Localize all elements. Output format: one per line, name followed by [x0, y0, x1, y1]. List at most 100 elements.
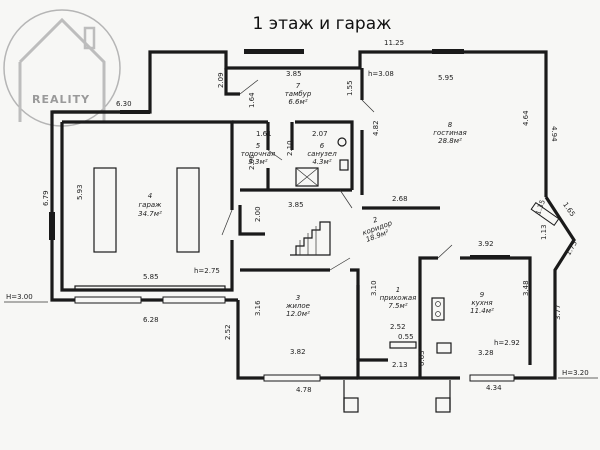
- dimension-labels: 11.25 3.85 5.95 6.30 2.09 1.64 1.55 4.82…: [42, 39, 579, 394]
- dim-label: 4.94: [550, 126, 558, 142]
- dim-label: 3.28: [478, 349, 494, 357]
- reality-logo: REALITY: [3, 9, 121, 127]
- dim-label: 2.52: [390, 323, 406, 331]
- room-8-num: 8: [448, 121, 453, 129]
- dim-label: 3.85: [288, 201, 304, 209]
- vent-shaft: [295, 167, 319, 187]
- room-1-num: 1: [396, 286, 400, 294]
- room-8-name: гостиная: [433, 129, 467, 137]
- porch: [343, 380, 451, 413]
- dim-label: 1.55: [346, 80, 354, 96]
- window-top-1: [120, 110, 150, 114]
- window-tambur: [244, 49, 304, 54]
- dim-label: 2.06: [248, 154, 256, 170]
- window-garage-left: [49, 212, 55, 240]
- height-tambur: h=3.08: [368, 70, 394, 78]
- dim-label: 3.16: [254, 300, 262, 316]
- garage-gate: [74, 285, 226, 291]
- room-9-name: кухня: [471, 299, 492, 307]
- bottom-wall-right: [356, 358, 460, 380]
- toilet-icon: [337, 137, 347, 147]
- dim-label: 3.92: [478, 240, 494, 248]
- window-kitchen-side: [470, 255, 510, 259]
- dim-label: 0.63: [418, 350, 426, 366]
- windows: [49, 49, 560, 382]
- dim-label: 4.78: [296, 386, 312, 394]
- kitchen-wall: [418, 256, 532, 378]
- dim-label: 3.85: [286, 70, 302, 78]
- dim-label: 5.95: [438, 74, 454, 82]
- dim-label: 6.79: [42, 190, 50, 206]
- dim-label: 3.48: [522, 280, 530, 296]
- room-6-num: 6: [320, 142, 325, 150]
- room-6-name: санузел: [307, 150, 337, 158]
- bay-window-wall: [512, 196, 576, 380]
- height-left: H=3.00: [6, 293, 33, 301]
- room-4-name: гараж: [138, 201, 162, 209]
- window-garage-bottom-1: [74, 296, 142, 304]
- tambur-bottom-wall: [232, 120, 354, 190]
- dim-label: 1.65: [561, 201, 576, 218]
- room-9-num: 9: [480, 291, 485, 299]
- door-swings: [221, 79, 453, 271]
- room-3-num: 3: [296, 294, 300, 302]
- car-bay-right: [176, 167, 200, 253]
- kitchen-stove-icon: [431, 297, 445, 321]
- dim-label: 4.64: [522, 110, 530, 126]
- dim-label: 1.73: [564, 239, 579, 257]
- logo-text: REALITY: [32, 93, 90, 106]
- window-living-top: [432, 49, 464, 54]
- dim-label: 4.34: [486, 384, 502, 392]
- staircase: [290, 221, 331, 256]
- room-3-area: 12.0м²: [286, 310, 310, 318]
- wc-wall: [240, 122, 352, 192]
- room-3-name: жилое: [285, 302, 310, 310]
- dim-label: 5.93: [76, 184, 84, 200]
- room-7-num: 7: [296, 82, 301, 90]
- height-garage: h=2.75: [194, 267, 220, 275]
- dim-label: 3.10: [370, 280, 378, 296]
- window-room3: [263, 374, 321, 382]
- dim-label: 1.13: [540, 224, 548, 240]
- dim-label: 6.30: [116, 100, 132, 108]
- window-garage-bottom-2: [162, 296, 226, 304]
- dim-label: 11.25: [384, 39, 404, 47]
- dim-label: 3.82: [290, 348, 306, 356]
- dim-label: 2.10: [286, 140, 294, 156]
- window-kitchen: [469, 374, 515, 382]
- dim-label: 0.55: [398, 333, 414, 341]
- logo-chimney: [83, 26, 96, 50]
- room-9-area: 11.4м²: [470, 307, 494, 315]
- tambur-left-wall: [224, 68, 240, 96]
- room-2-num: 2: [372, 215, 379, 224]
- room-4-area: 34.7м²: [138, 210, 162, 218]
- room-1-area: 7.5м²: [388, 302, 407, 310]
- dim-label: 3.77: [554, 304, 562, 320]
- dim-label: 2.68: [392, 195, 408, 203]
- room-4-num: 4: [148, 192, 152, 200]
- room-1-name: прихожая: [380, 294, 417, 302]
- height-kitchen: h=2.92: [494, 339, 520, 347]
- page-title: 1 этаж и гараж: [253, 14, 392, 34]
- car-bay-left: [93, 167, 117, 253]
- hall-radiator: [389, 341, 417, 349]
- kitchen-sink-icon: [436, 342, 452, 354]
- room-6-area: 4.3м²: [312, 158, 331, 166]
- room-5-name: топочная: [241, 150, 275, 158]
- dim-label: 5.85: [143, 273, 159, 281]
- height-right: H=3.20: [562, 369, 589, 377]
- window-bay: [530, 201, 560, 227]
- room-7-name: тамбур: [285, 90, 312, 98]
- dim-label: 2.00: [254, 206, 262, 222]
- dim-label: 6.28: [143, 316, 159, 324]
- corridor-left-wall: [238, 205, 265, 236]
- room-5-area: 3.3м²: [248, 158, 267, 166]
- dim-label: 2.09: [217, 72, 225, 88]
- dim-label: 4.82: [372, 120, 380, 136]
- room-8-area: 28.8м²: [438, 137, 462, 145]
- dim-label: 1.64: [248, 92, 256, 108]
- room-labels: 4 гараж 34.7м² 5 топочная 3.3м² 6 санузе…: [138, 82, 494, 318]
- sink-icon: [339, 159, 349, 171]
- dim-label: 2.13: [392, 361, 408, 369]
